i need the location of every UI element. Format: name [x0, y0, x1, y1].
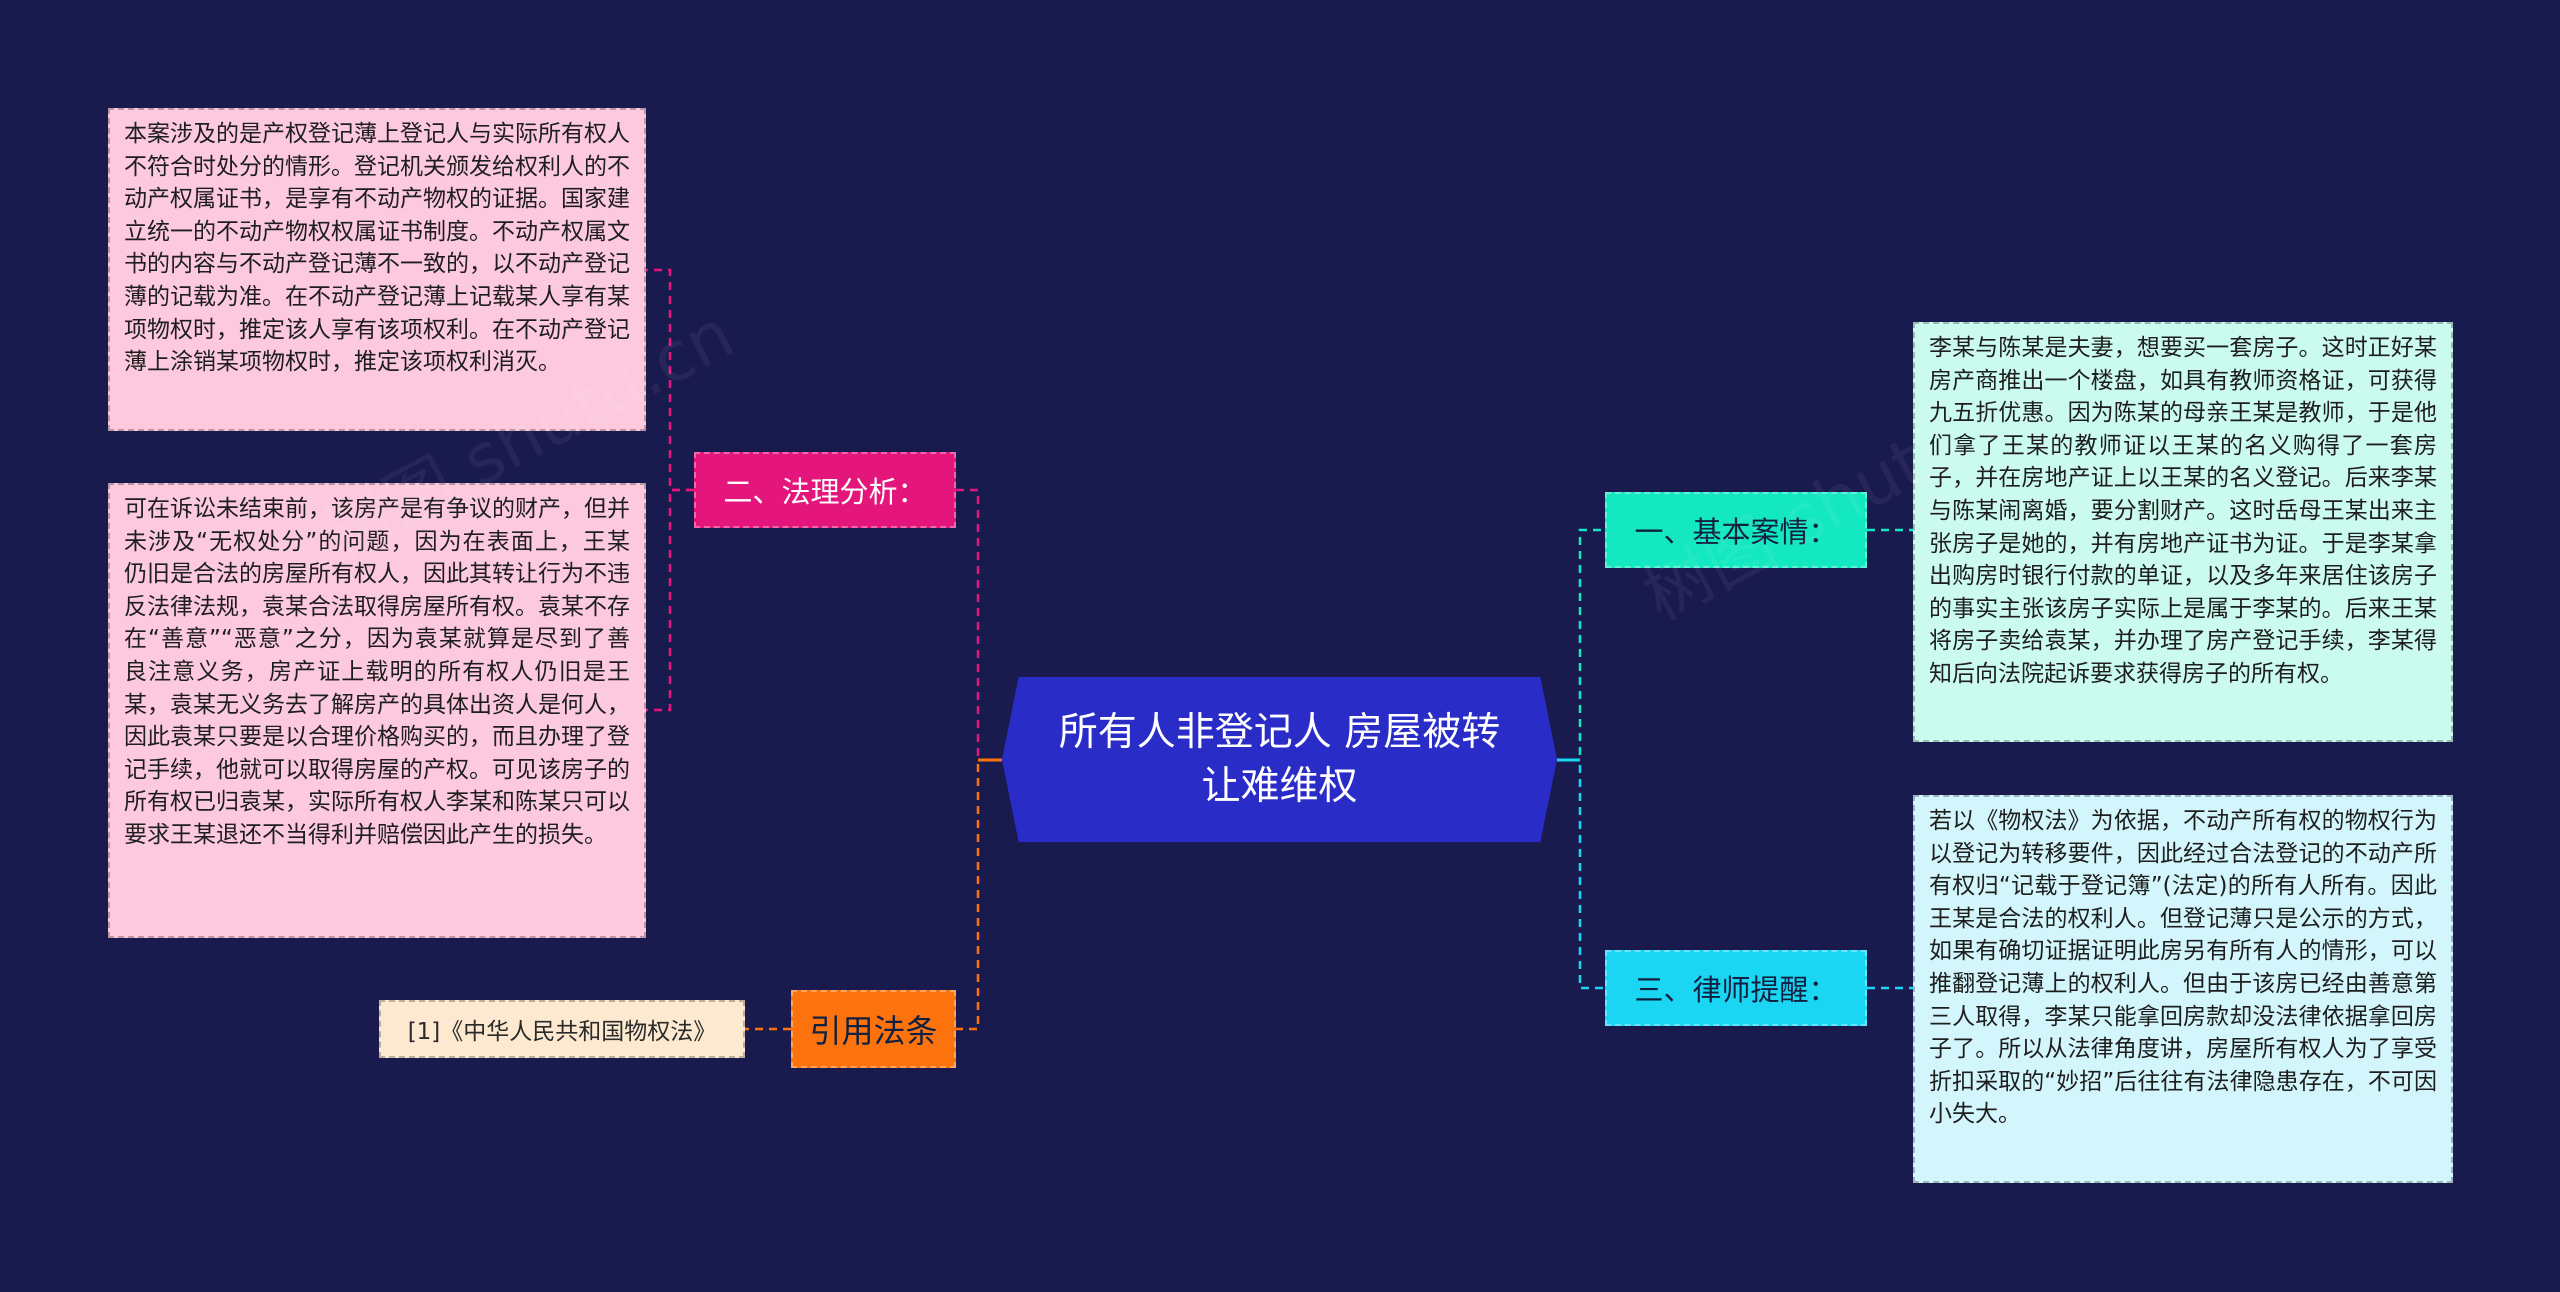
connector-center-legal [956, 488, 1002, 762]
connector-center-basic [1557, 528, 1605, 762]
branch-legal-analysis-label: 二、法理分析： [723, 475, 927, 509]
lawyer-reminder-note[interactable]: 若以《物权法》为依据，不动产所有权的物权行为以登记为转移要件，因此经过合法登记的… [1913, 795, 2453, 1183]
legal-analysis-note-2-text: 可在诉讼未结束前，该房产是有争议的财产，但并未涉及“无权处分”的问题，因为在表面… [124, 496, 630, 848]
cited-law-note-text: [1]《中华人民共和国物权法》 [407, 1019, 717, 1045]
branch-lawyer-reminder-label: 三、律师提醒： [1634, 973, 1838, 1007]
branch-cited-law[interactable]: 引用法条 [791, 990, 956, 1068]
central-topic[interactable]: 所有人非登记人 房屋被转让难维权 [1002, 677, 1557, 842]
connector-center-cite [956, 758, 1002, 1031]
legal-analysis-note-1[interactable]: 本案涉及的是产权登记薄上登记人与实际所有权人不符合时处分的情形。登记机关颁发给权… [108, 108, 646, 431]
branch-cited-law-label: 引用法条 [809, 1012, 938, 1050]
connector-legal-note1 [646, 268, 694, 492]
connector-center-lawyer [1557, 758, 1605, 990]
legal-analysis-note-2[interactable]: 可在诉讼未结束前，该房产是有争议的财产，但并未涉及“无权处分”的问题，因为在表面… [108, 483, 646, 938]
basic-facts-note-text: 李某与陈某是夫妻，想要买一套房子。这时正好某房产商推出一个楼盘，如具有教师资格证… [1929, 335, 2437, 687]
connector-legal-note2 [646, 488, 694, 712]
basic-facts-note[interactable]: 李某与陈某是夫妻，想要买一套房子。这时正好某房产商推出一个楼盘，如具有教师资格证… [1913, 322, 2453, 742]
cited-law-note[interactable]: [1]《中华人民共和国物权法》 [379, 1000, 745, 1058]
branch-lawyer-reminder[interactable]: 三、律师提醒： [1605, 950, 1867, 1026]
central-topic-text: 所有人非登记人 房屋被转让难维权 [1058, 709, 1501, 809]
branch-basic-facts-label: 一、基本案情： [1634, 515, 1838, 549]
branch-legal-analysis[interactable]: 二、法理分析： [694, 452, 956, 528]
branch-basic-facts[interactable]: 一、基本案情： [1605, 492, 1867, 568]
legal-analysis-note-1-text: 本案涉及的是产权登记薄上登记人与实际所有权人不符合时处分的情形。登记机关颁发给权… [124, 121, 630, 376]
lawyer-reminder-note-text: 若以《物权法》为依据，不动产所有权的物权行为以登记为转移要件，因此经过合法登记的… [1929, 808, 2437, 1128]
